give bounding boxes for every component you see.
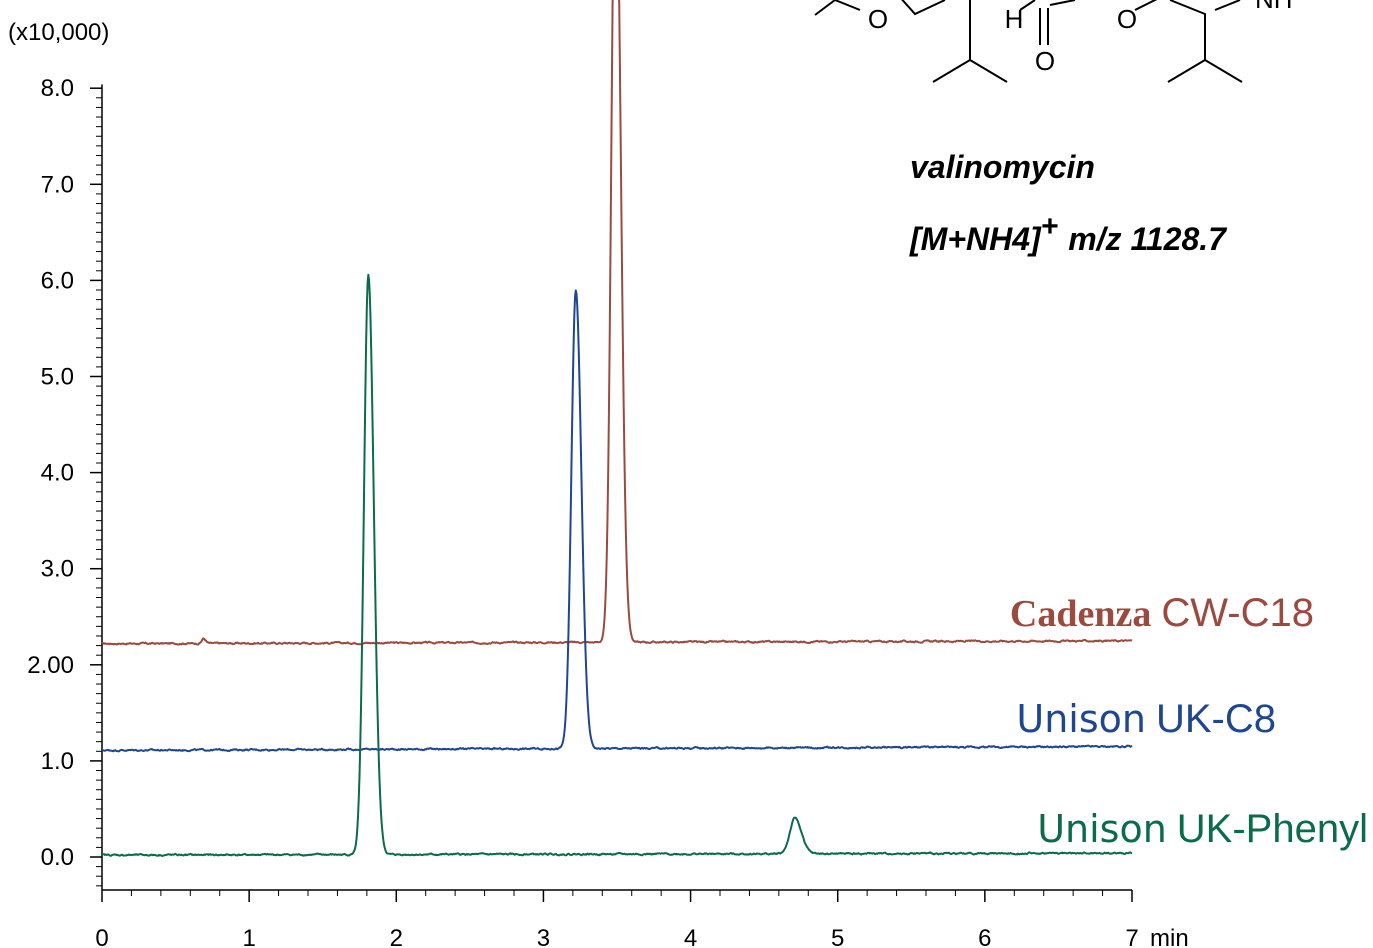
x-tick-label: 5 <box>831 925 844 948</box>
y-tick-label: 8.0 <box>41 75 74 102</box>
series-label-cadenza-brand: Cadenza <box>1010 593 1151 635</box>
x-tick-label: 3 <box>537 925 550 948</box>
structure-atom-o3: O <box>1117 4 1137 34</box>
axes <box>101 84 1132 891</box>
x-axis-ticks: 0 1 2 3 4 5 6 7 <box>95 890 1139 948</box>
molecule-structure <box>814 0 1243 83</box>
series-line-1 <box>101 289 1133 753</box>
y-tick-label: 2.00 <box>27 652 74 679</box>
y-multiplier-label: (x10,000) <box>8 19 109 46</box>
structure-atom-o1: O <box>868 4 888 34</box>
series-label-unison-c8-model: UK-C8 <box>1156 697 1276 741</box>
series-traces <box>101 0 1133 857</box>
series-label-unison-c8-brand: Unison <box>1016 697 1146 741</box>
ion-formula: [M+NH4] <box>909 221 1042 257</box>
y-tick-label: 4.0 <box>41 460 74 487</box>
y-tick-label: 1.0 <box>41 748 74 775</box>
series-label-unison-phenyl-model: UK-Phenyl <box>1177 807 1368 851</box>
y-axis-ticks: 0.0 1.0 2.00 3.0 4.0 5.0 6.0 7.0 8.0 <box>27 75 102 887</box>
series-label-unison-phenyl-brand: Unison <box>1037 807 1167 851</box>
y-tick-label: 5.0 <box>41 364 74 391</box>
x-tick-label: 2 <box>390 925 403 948</box>
x-tick-label: 4 <box>684 925 697 948</box>
series-label-cadenza-model: CW-C18 <box>1161 591 1314 635</box>
y-tick-label: 0.0 <box>41 844 74 871</box>
ion-mz: m/z 1128.7 <box>1068 221 1228 257</box>
x-tick-label: 6 <box>978 925 991 948</box>
x-unit-label: min <box>1150 925 1189 948</box>
structure-atom-h: H <box>1005 4 1024 34</box>
series-line-2 <box>101 273 1133 857</box>
compound-ion-label: [M+NH4]+ m/z 1128.7 <box>909 210 1228 257</box>
y-tick-label: 7.0 <box>41 171 74 198</box>
x-tick-label: 7 <box>1125 925 1138 948</box>
x-tick-label: 0 <box>95 925 108 948</box>
y-tick-label: 6.0 <box>41 267 74 294</box>
structure-atom-o2: O <box>1035 46 1055 76</box>
ion-charge: + <box>1041 210 1059 243</box>
series-line-0 <box>101 0 1133 646</box>
x-tick-label: 1 <box>242 925 255 948</box>
structure-atom-nh: NH <box>1255 0 1293 14</box>
compound-name: valinomycin <box>910 149 1095 185</box>
y-tick-label: 3.0 <box>41 556 74 583</box>
